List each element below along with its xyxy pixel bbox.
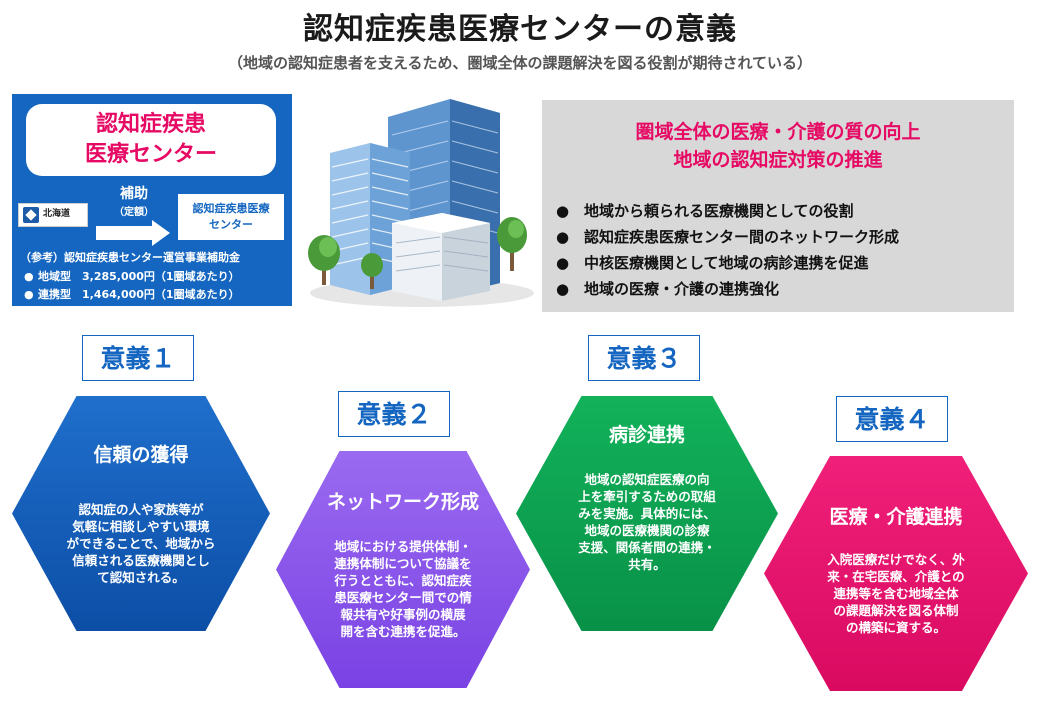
goals-heading-line2: 地域の認知症対策の推進: [673, 149, 883, 171]
prefecture-flag: 北海道: [18, 203, 88, 227]
significance-hexagon-trust: 信頼の獲得 認知症の人や家族等が 気軽に相談しやすい環境 ができることで、地域か…: [12, 396, 270, 631]
bullet-icon: ●: [24, 270, 34, 283]
center-name-box: 認知症疾患 医療センター: [26, 104, 276, 176]
goals-heading: 圏域全体の医療・介護の質の向上 地域の認知症対策の推進: [542, 118, 1014, 174]
goal-item: ●地域の医療・介護の連携強化: [556, 280, 780, 298]
hexagon-body: 入院医療だけでなく、外 来・在宅医療、介護との 連携等を含む地域全体 の課題解決…: [827, 552, 965, 635]
hexagon-body: 地域における提供体制・ 連携体制について協議を 行うとともに、認知症疾 患医療セ…: [334, 539, 472, 639]
significance-label-2: 意義２: [338, 391, 450, 437]
significance-hexagon-clinic-cooperation: 病診連携 地域の認知症医療の向 上を牽引するための取組 みを実施。具体的には、 …: [516, 396, 778, 631]
significance-label-3: 意義３: [588, 335, 700, 381]
reference-item: ●連携型 1,464,000円（1圏域あたり）: [24, 288, 240, 301]
arrow-head-icon: [152, 220, 170, 246]
hospital-building-illustration: [300, 95, 540, 310]
bullet-icon: ●: [24, 288, 34, 301]
page-title: 認知症疾患医療センターの意義: [303, 12, 737, 47]
hexagon-body: 地域の認知症医療の向 上を牽引するための取組 みを実施。具体的には、 地域の医療…: [578, 472, 716, 572]
subsidy-type: （定額）: [114, 207, 154, 218]
bullet-icon: ●: [556, 280, 570, 298]
target-line2: センター: [209, 218, 253, 231]
goal-item: ●地域から頼られる医療機関としての役割: [556, 202, 854, 220]
significance-label-1: 意義１: [82, 335, 194, 381]
hexagon-title: 病診連携: [608, 424, 685, 446]
goal-item: ●認知症疾患医療センター間のネットワーク形成: [556, 228, 900, 246]
goals-heading-line1: 圏域全体の医療・介護の質の向上: [635, 121, 921, 143]
prefecture-name: 北海道: [43, 209, 71, 219]
bullet-icon: ●: [556, 254, 570, 272]
reference-item: ●地域型 3,285,000円（1圏域あたり）: [24, 270, 240, 283]
significance-label-4: 意義４: [836, 396, 948, 442]
hexagon-title: 医療・介護連携: [829, 506, 963, 528]
goal-item: ●中核医療機関として地域の病診連携を促進: [556, 254, 869, 272]
hexagon-body: 認知症の人や家族等が 気軽に相談しやすい環境 ができることで、地域から 信頼され…: [66, 502, 216, 585]
center-name-line2: 医療センター: [84, 142, 217, 167]
page-subtitle: （地域の認知症患者を支えるため、圏域全体の課題解決を図る役割が期待されている）: [227, 54, 813, 72]
target-line1: 認知症疾患医療: [192, 202, 270, 215]
subsidy-label: 補助: [120, 186, 148, 202]
significance-hexagon-care-cooperation: 医療・介護連携 入院医療だけでなく、外 来・在宅医療、介護との 連携等を含む地域…: [764, 456, 1028, 691]
goals-panel: [542, 100, 1014, 312]
hexagon-title: ネットワーク形成: [326, 491, 479, 513]
arrow-right-icon: [96, 226, 154, 240]
subsidy-target-box: 認知症疾患医療 センター: [178, 194, 284, 240]
bullet-icon: ●: [556, 202, 570, 220]
bullet-icon: ●: [556, 228, 570, 246]
significance-hexagon-network: ネットワーク形成 地域における提供体制・ 連携体制について協議を 行うとともに、…: [276, 451, 530, 688]
hexagon-title: 信頼の獲得: [93, 444, 189, 466]
reference-title: （参考）認知症疾患センター運営事業補助金: [20, 251, 240, 264]
hokkaido-emblem-icon: [23, 207, 39, 223]
center-name-line1: 認知症疾患: [95, 112, 206, 137]
